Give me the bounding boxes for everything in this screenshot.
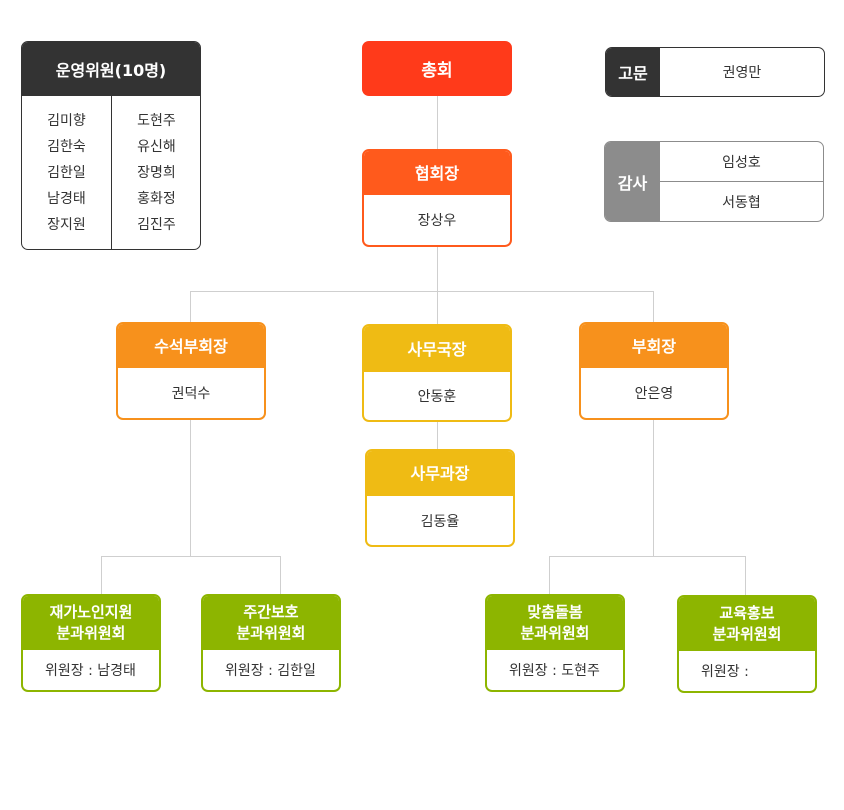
connector-line [653, 419, 654, 557]
committee-chair: 위원장 : 남경태 [45, 663, 136, 679]
committee-title-line: 재가노인지원 [49, 603, 133, 621]
steering-committee-box: 운영위원(10명) 김미향 김한숙 김한일 남경태 장지원 도현주 유신해 장명… [21, 41, 201, 250]
member-name: 김진주 [137, 217, 176, 233]
member-name: 김미향 [47, 113, 86, 129]
connector-line [437, 95, 438, 150]
committee-title-line: 분과위원회 [712, 625, 782, 643]
member-name: 홍화정 [137, 191, 176, 207]
connector-line [280, 556, 281, 596]
committee-box: 교육홍보 분과위원회 위원장 : [677, 595, 817, 693]
committee-chair: 위원장 : [701, 664, 749, 680]
connector-line [190, 291, 191, 323]
advisor-name: 권영만 [722, 65, 762, 81]
auditor-box: 감사 임성호 서동협 [604, 141, 824, 222]
connector-line [549, 556, 746, 557]
committee-box: 주간보호 분과위원회 위원장 : 김한일 [201, 594, 341, 692]
committee-title: 맞춤돌봄 분과위원회 [487, 596, 623, 650]
president-box: 협회장 장상우 [362, 149, 512, 247]
steering-column-2: 도현주 유신해 장명희 홍화정 김진주 [112, 108, 200, 238]
committee-chair: 위원장 : 도현주 [509, 663, 600, 679]
advisor-box: 고문 권영만 [605, 47, 825, 97]
steering-committee-title: 운영위원(10명) [22, 42, 200, 96]
connector-line [101, 556, 102, 596]
member-name: 유신해 [137, 139, 176, 155]
committee-title-line: 분과위원회 [520, 624, 590, 642]
connector-line [549, 556, 550, 596]
vice-president-name: 안은영 [634, 386, 674, 402]
advisor-label: 고문 [606, 48, 660, 96]
secretary-general-name: 안동훈 [417, 389, 457, 405]
senior-vice-president-box: 수석부회장 권덕수 [116, 322, 266, 420]
connector-line [437, 246, 438, 326]
committee-title: 주간보호 분과위원회 [203, 596, 339, 650]
connector-line [653, 291, 654, 323]
section-chief-name: 김동율 [420, 513, 460, 530]
connector-line [190, 419, 191, 557]
connector-line [437, 421, 438, 451]
member-name: 남경태 [47, 191, 86, 207]
vice-president-box: 부회장 안은영 [579, 322, 729, 420]
secretary-general-title: 사무국장 [364, 326, 510, 372]
committee-title-line: 분과위원회 [56, 624, 126, 642]
steering-column-1: 김미향 김한숙 김한일 남경태 장지원 [22, 108, 111, 238]
connector-line [745, 556, 746, 596]
secretary-general-box: 사무국장 안동훈 [362, 324, 512, 422]
committee-title-line: 주간보호 [243, 603, 299, 621]
committee-title: 교육홍보 분과위원회 [679, 597, 815, 651]
member-name: 도현주 [137, 113, 176, 129]
general-assembly-box: 총회 [362, 41, 512, 96]
member-name: 장지원 [47, 217, 86, 233]
section-chief-title: 사무과장 [367, 451, 513, 496]
member-name: 장명희 [137, 165, 176, 181]
connector-line [190, 291, 654, 292]
committee-title-line: 분과위원회 [236, 624, 306, 642]
committee-title-line: 맞춤돌봄 [527, 603, 583, 621]
member-name: 김한숙 [47, 139, 86, 155]
committee-title-line: 교육홍보 [719, 604, 775, 622]
senior-vice-president-title: 수석부회장 [118, 324, 264, 368]
connector-line [101, 556, 281, 557]
committee-box: 맞춤돌봄 분과위원회 위원장 : 도현주 [485, 594, 625, 692]
president-name: 장상우 [417, 213, 457, 229]
auditor-name: 서동협 [722, 194, 761, 211]
committee-box: 재가노인지원 분과위원회 위원장 : 남경태 [21, 594, 161, 692]
section-chief-box: 사무과장 김동율 [365, 449, 515, 547]
senior-vice-president-name: 권덕수 [171, 386, 211, 402]
auditor-label: 감사 [605, 142, 660, 221]
vice-president-title: 부회장 [581, 324, 727, 368]
committee-title: 재가노인지원 분과위원회 [23, 596, 159, 650]
committee-chair: 위원장 : 김한일 [225, 663, 316, 679]
auditor-name: 임성호 [660, 142, 823, 182]
president-title: 협회장 [364, 151, 510, 195]
member-name: 김한일 [47, 165, 86, 181]
